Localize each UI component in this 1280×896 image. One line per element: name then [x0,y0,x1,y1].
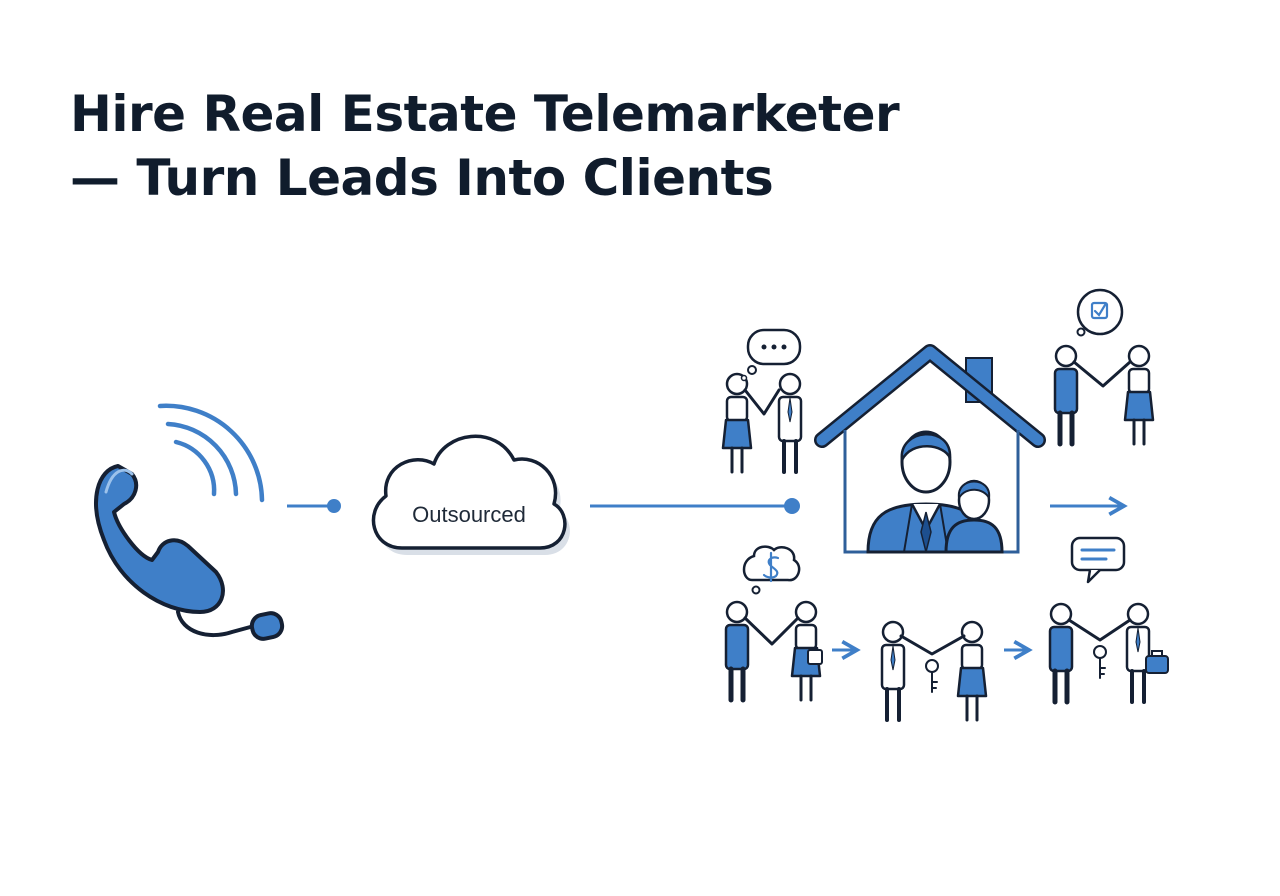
speech-bubble-icon [740,328,802,382]
connector-cloud-house [590,498,800,514]
handshake-icon [1055,346,1155,444]
phone-headset-icon [94,464,285,641]
speech-bubble-icon [1076,288,1124,337]
page-title: Hire Real Estate Telemarketer — Turn Lea… [70,82,900,210]
dollar-bubble-icon [742,545,801,595]
house-key-icon [880,620,988,722]
speech-bubble-icon [1070,536,1126,584]
cloud-icon: Outsourced [371,434,570,555]
title-line-2: — Turn Leads Into Clients [70,149,774,207]
title-line-1: Hire Real Estate Telemarketer [70,85,900,143]
cloud-label: Outsourced [412,502,526,527]
signal-waves-icon [157,403,265,503]
agent-couple-icon [866,430,1004,554]
handshake-icon [721,372,803,474]
handshake-icon [1050,604,1169,702]
connector-phone-cloud [287,499,341,513]
handshake-icon [726,602,823,700]
